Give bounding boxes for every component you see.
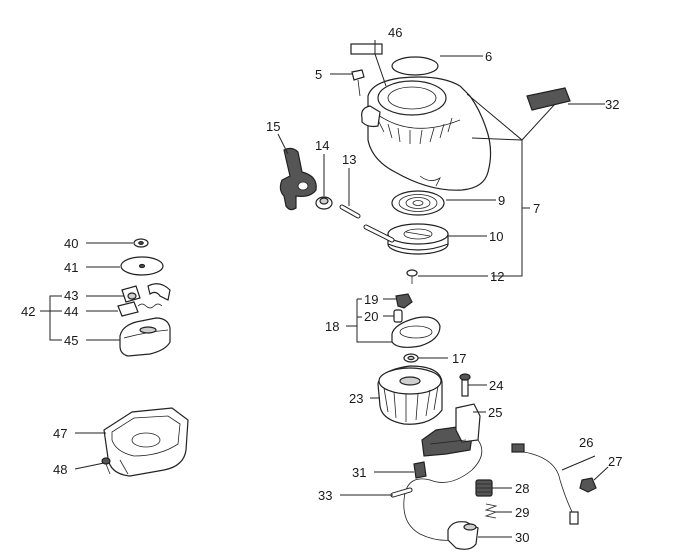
part-10-pulley [387,223,449,255]
part-25-ignition-coil [421,403,481,457]
part-12-screw [406,269,418,284]
callout-45: 45 [64,333,78,348]
part-30-plug-cap [447,521,479,550]
callout-47: 47 [53,426,67,441]
part-25-ignition-cable [403,439,483,541]
part-48-bolt [101,457,111,475]
part-40-washer [133,238,149,248]
callout-25: 25 [488,405,502,420]
callout-42: 42 [21,304,35,319]
part-46-label-plate [350,43,383,55]
part-5-screw [351,69,365,97]
part-27-nut [579,477,597,493]
part-31-clip [413,461,427,479]
part-44-clamp-spring [117,301,163,317]
callout-32: 32 [605,97,619,112]
callout-18: 18 [325,319,339,334]
callout-40: 40 [64,236,78,251]
callout-6: 6 [485,49,492,64]
callout-7: 7 [533,201,540,216]
callout-10: 10 [489,229,503,244]
callout-46: 46 [388,25,402,40]
part-23-flywheel [377,365,443,425]
part-7-starter-housing [361,76,492,191]
callout-43: 43 [64,288,78,303]
callout-20: 20 [364,309,378,324]
callout-17: 17 [452,351,466,366]
callout-24: 24 [489,378,503,393]
part-9-spiral-spring [391,190,445,216]
part-18-ratchet-plate [391,316,441,348]
part-29-spring [484,503,498,519]
callout-12: 12 [490,269,504,284]
callout-28: 28 [515,481,529,496]
part-14-bushing [315,196,333,210]
callout-9: 9 [498,193,505,208]
part-17-washer [403,353,419,363]
part-41-disc [120,256,164,276]
callout-33: 33 [318,488,332,503]
part-19-cap [395,293,413,309]
part-32-sticker [526,87,571,111]
part-47-base [103,407,189,477]
callout-31: 31 [352,465,366,480]
part-24-bolt [459,373,471,397]
part-6-disc [391,56,439,76]
part-15-handle [279,147,317,211]
callout-44: 44 [64,304,78,319]
callout-26: 26 [579,435,593,450]
callout-23: 23 [349,391,363,406]
callout-14: 14 [315,138,329,153]
leader-lines [40,40,609,538]
callout-27: 27 [608,454,622,469]
part-45-cover [119,317,171,357]
callout-13: 13 [342,152,356,167]
callout-29: 29 [515,505,529,520]
callout-5: 5 [315,67,322,82]
part-26-cable [511,443,579,525]
callout-30: 30 [515,530,529,545]
part-43-clamp [121,283,171,303]
part-28-plug [475,479,493,497]
callout-15: 15 [266,119,280,134]
callout-41: 41 [64,260,78,275]
callout-labels: 46 6 5 32 15 14 13 9 7 10 12 40 41 43 42… [21,25,622,545]
callout-19: 19 [364,292,378,307]
part-20-spring [393,309,403,323]
callout-48: 48 [53,462,67,477]
